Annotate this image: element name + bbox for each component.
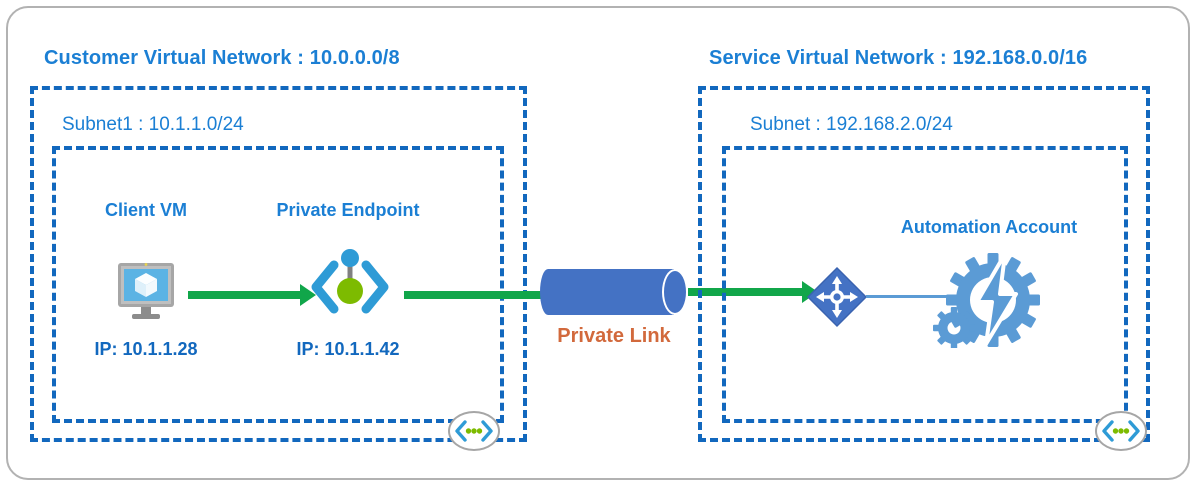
service-subnet-box [722,146,1128,423]
cylinder-right-cap [662,269,688,315]
client-vm-label: Client VM [104,200,188,220]
customer-subnet-title: Subnet1 : 10.1.1.0/24 [62,114,244,135]
balancer-to-automation-line [866,295,962,298]
load-balancer-diamond-icon [806,266,868,328]
automation-account-label: Automation Account [900,217,1078,237]
customer-subnet-box [52,146,504,423]
diagram-outer-frame [6,6,1190,480]
private-endpoint-icon [306,245,394,325]
service-subnet-title: Subnet : 192.168.2.0/24 [750,114,953,135]
automation-account-gear-icon [930,252,1042,348]
service-vnet-title: Service Virtual Network : 192.168.0.0/16 [709,47,1088,69]
customer-vnet-box [30,86,527,442]
customer-vnet-title: Customer Virtual Network : 10.0.0.0/8 [44,47,400,69]
service-vnet-box [698,86,1150,442]
private-link-label: Private Link [557,325,671,347]
client-vm-ip: IP: 10.1.1.28 [94,339,198,359]
private-endpoint-ip: IP: 10.1.1.42 [296,339,400,359]
private-endpoint-label: Private Endpoint [276,200,420,220]
customer-private-endpoint-badge[interactable] [448,411,500,451]
monitor-vm-icon [112,257,180,325]
cylinder-body [548,269,674,315]
endpoint-to-link-line [404,291,550,299]
service-private-endpoint-badge[interactable] [1095,411,1147,451]
private-link-cylinder-icon [540,269,688,315]
